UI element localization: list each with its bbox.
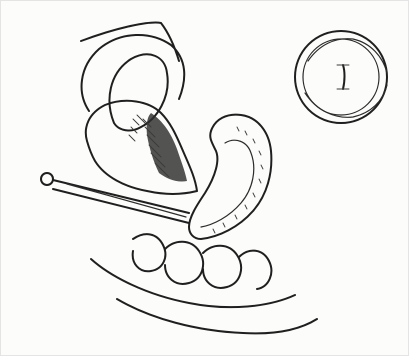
right-organ-stippling bbox=[213, 127, 263, 233]
inset-slit bbox=[343, 65, 345, 89]
instrument-centerline bbox=[67, 184, 186, 217]
instrument-upper-rod bbox=[53, 180, 189, 213]
instrument-ring-handle bbox=[41, 173, 53, 185]
bowel-loop-3 bbox=[203, 246, 241, 288]
inset-lower-arc bbox=[305, 85, 387, 117]
bladder-outline bbox=[110, 54, 168, 130]
bowel-loop-4 bbox=[239, 251, 271, 289]
upper-left-organ-contour bbox=[82, 35, 185, 111]
inset-outer-circle bbox=[295, 31, 387, 123]
lower-body-contour-2 bbox=[117, 299, 317, 333]
inset-circular-view bbox=[295, 31, 387, 123]
inset-upper-arc bbox=[308, 39, 387, 73]
lower-body-contour-1 bbox=[91, 259, 295, 307]
bowel-loop-2 bbox=[165, 242, 203, 284]
right-organ-inner-contour bbox=[201, 140, 254, 227]
dark-hatched-region bbox=[129, 113, 187, 182]
right-organ-outline bbox=[189, 115, 271, 239]
bowel-loop-1 bbox=[133, 234, 166, 271]
